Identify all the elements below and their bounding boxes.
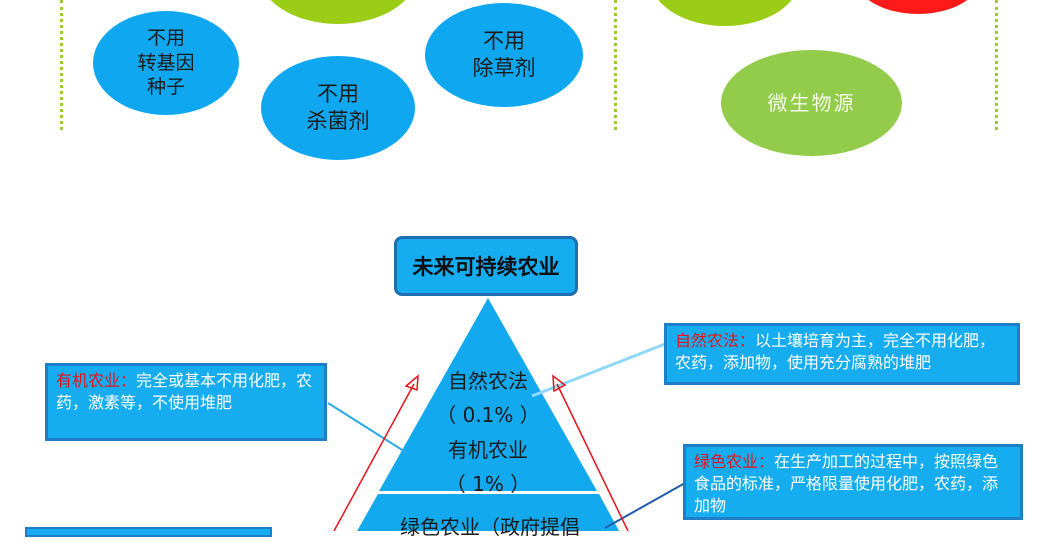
callout-green-keyword: 绿色农业： bbox=[694, 452, 775, 471]
sustainable-agriculture-title: 未来可持续农业 bbox=[394, 236, 578, 296]
organic-farming-name: 有机农业 bbox=[448, 438, 528, 462]
pyramid-bottom-section bbox=[357, 494, 620, 531]
callout-organic-text: 完全或基本不用化肥，农药，激素等，不使用堆肥 bbox=[56, 371, 313, 412]
pyramid-natural-label: 自然农法 （ 0.1% ） bbox=[418, 364, 558, 432]
title-text: 未来可持续农业 bbox=[412, 255, 560, 279]
organic-farming-pct: （ 1% ） bbox=[445, 472, 531, 496]
green-farming-name: 绿色农业（政府提倡 bbox=[400, 515, 580, 539]
ellipse-no-fungicide-label: 不用 杀菌剂 bbox=[306, 81, 370, 133]
arrow-right-head bbox=[552, 374, 567, 393]
ellipse-microbial-source: 微生物源 bbox=[721, 50, 902, 156]
natural-farming-pct: （ 0.1% ） bbox=[436, 403, 540, 427]
dotted-divider-middle bbox=[614, 0, 617, 130]
callout-organic-keyword: 有机农业： bbox=[56, 371, 137, 390]
arrow-left-head bbox=[404, 374, 419, 392]
connector-green bbox=[604, 482, 686, 529]
callout-natural-text: 以土壤培育为主，完全不用化肥，农药，添加物，使用充分腐熟的堆肥 bbox=[675, 331, 996, 372]
ellipse-no-fungicide: 不用 杀菌剂 bbox=[261, 56, 415, 160]
arrow-left bbox=[333, 383, 415, 531]
callout-green-farming: 绿色农业：在生产加工的过程中，按照绿色食品的标准，严格限量使用化肥，农药，添加物 bbox=[683, 444, 1023, 520]
pyramid-diagram bbox=[327, 298, 686, 531]
callout-natural-farming: 自然农法：以土壤培育为主，完全不用化肥，农药，添加物，使用充分腐熟的堆肥 bbox=[664, 323, 1020, 385]
dotted-divider-right bbox=[995, 0, 998, 130]
callout-natural-keyword: 自然农法： bbox=[675, 331, 756, 350]
arrow-right bbox=[556, 383, 629, 531]
ellipse-no-herbicide: 不用 除草剂 bbox=[425, 3, 583, 107]
pyramid-green-label: 绿色农业（政府提倡 bbox=[360, 510, 620, 544]
connector-organic bbox=[327, 402, 408, 454]
pyramid-organic-label: 有机农业 （ 1% ） bbox=[418, 433, 558, 501]
ellipse-no-herbicide-label: 不用 除草剂 bbox=[472, 28, 536, 80]
bottom-left-box-partial bbox=[25, 527, 272, 537]
dotted-divider-left bbox=[60, 0, 63, 130]
callout-organic-farming: 有机农业：完全或基本不用化肥，农药，激素等，不使用堆肥 bbox=[45, 363, 327, 441]
pyramid-top-section bbox=[379, 298, 597, 491]
ellipse-no-gmo-label: 不用 转基因 种子 bbox=[137, 26, 195, 99]
ellipse-microbial-label: 微生物源 bbox=[767, 91, 856, 115]
callout-green-text: 在生产加工的过程中，按照绿色食品的标准，严格限量使用化肥，农药，添加物 bbox=[694, 452, 999, 515]
natural-farming-name: 自然农法 bbox=[448, 369, 528, 393]
ellipse-no-gmo-seeds: 不用 转基因 种子 bbox=[93, 11, 239, 115]
